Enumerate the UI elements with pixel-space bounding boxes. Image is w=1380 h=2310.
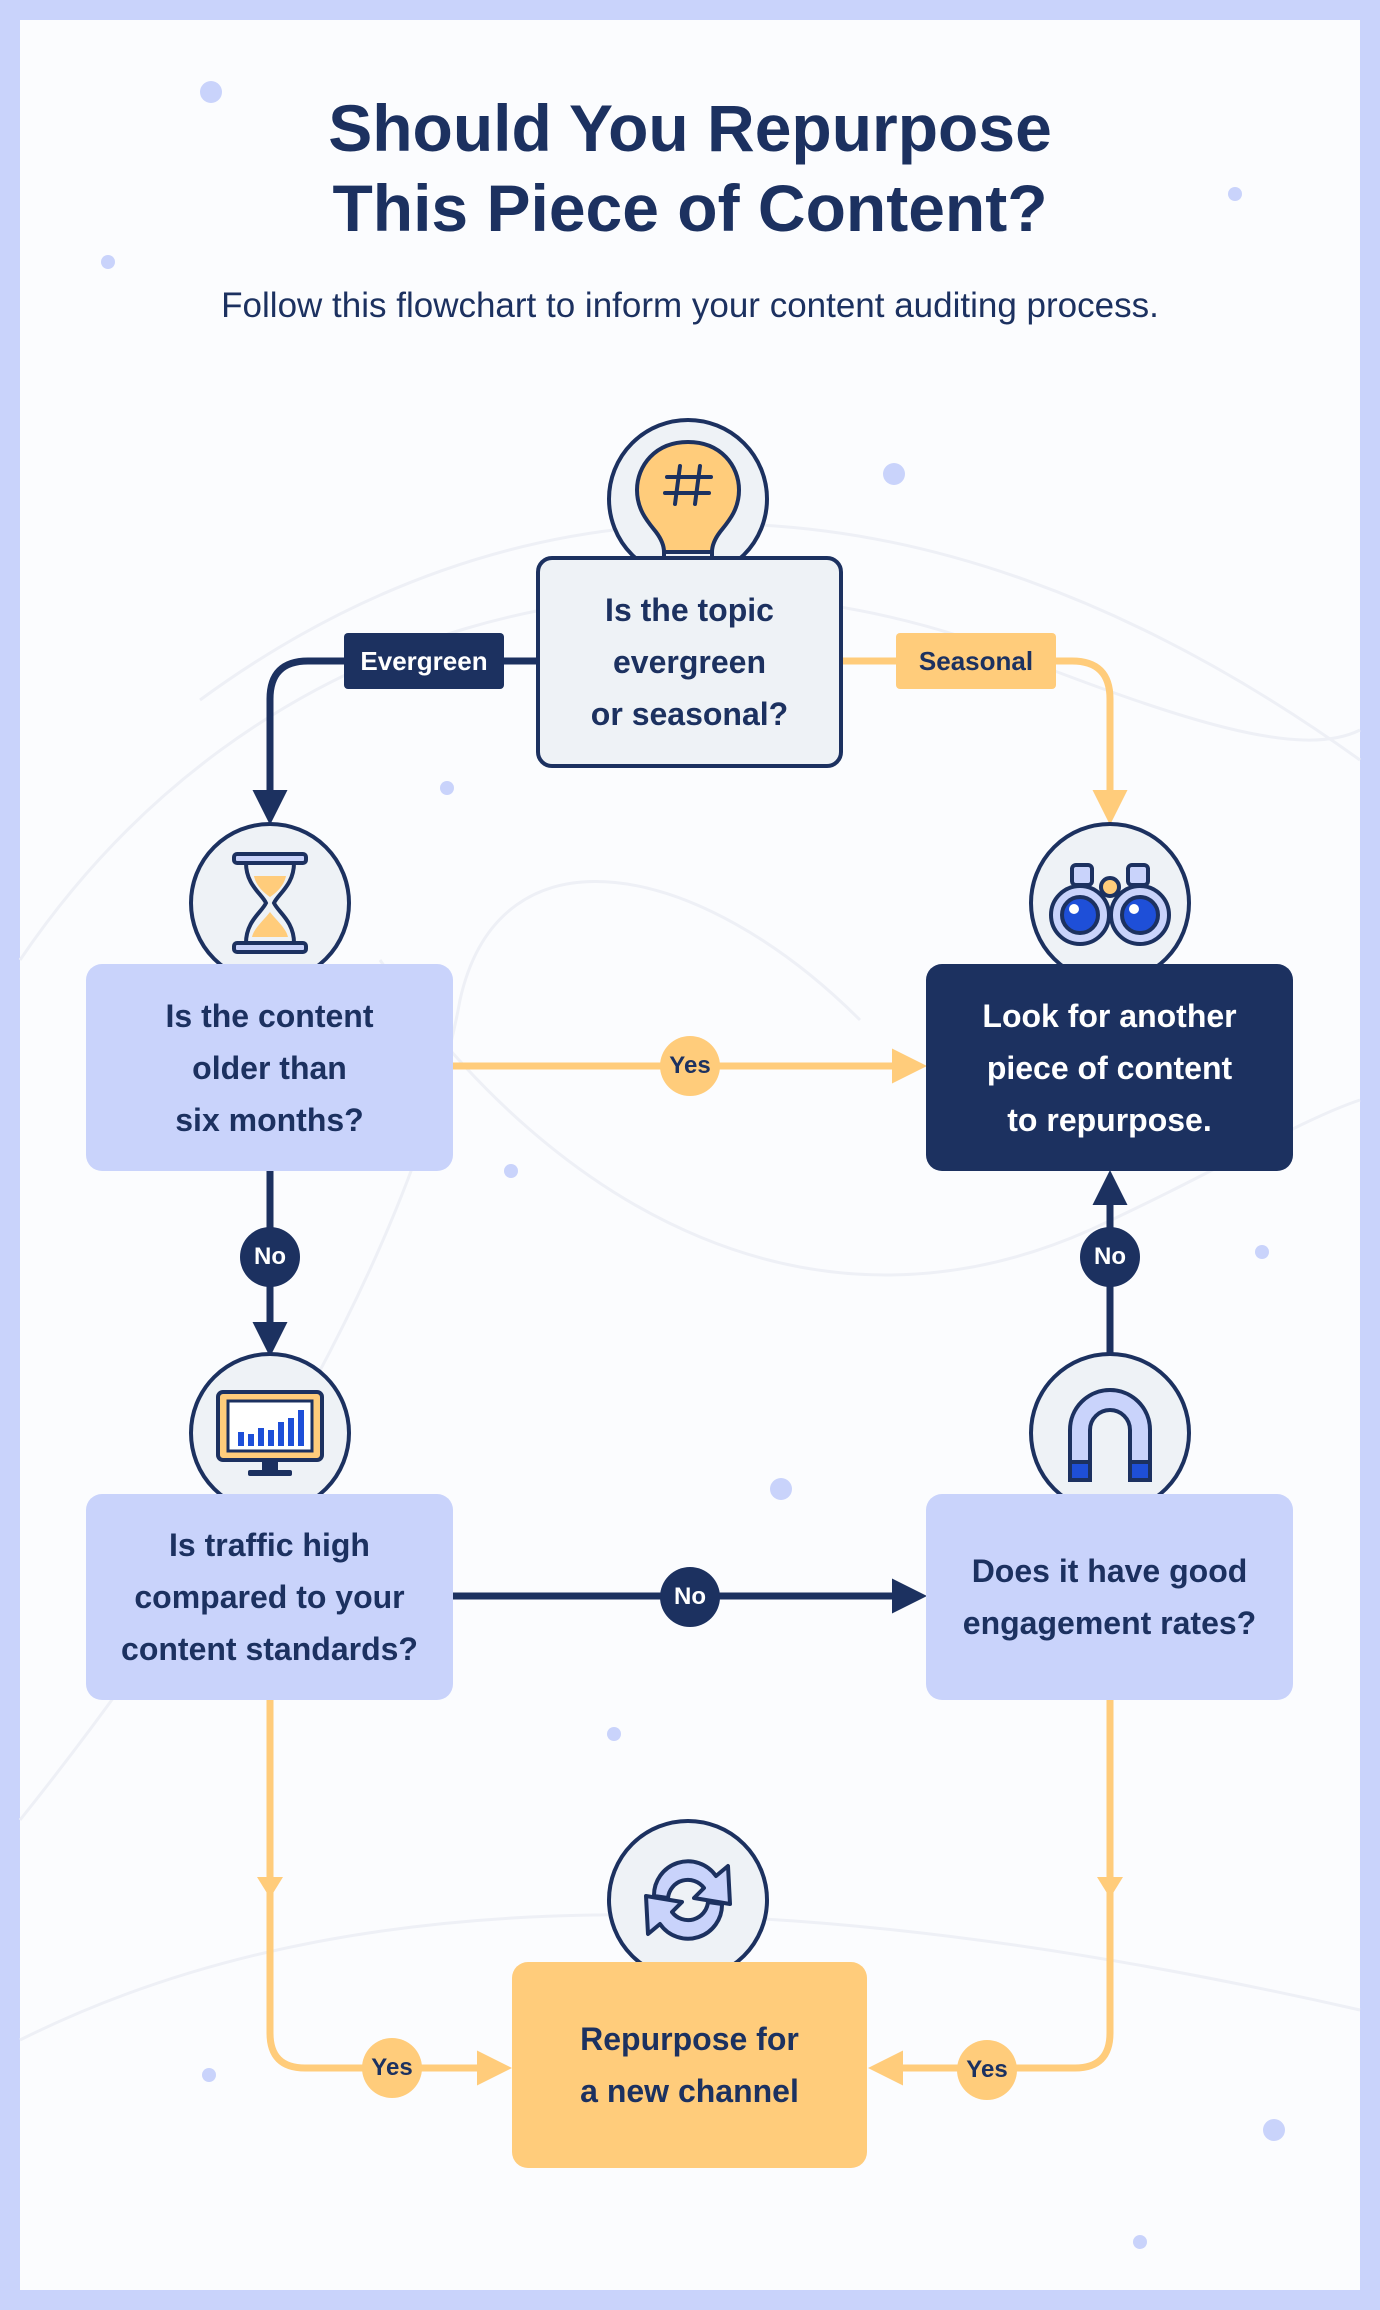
edge-label-engagement-no: No — [1080, 1227, 1140, 1287]
edge-label-engagement-yes: Yes — [957, 2040, 1017, 2100]
node-another-line: Look for another — [982, 997, 1237, 1034]
node-repurpose-line: Repurpose for — [580, 2021, 799, 2057]
edge-label-older-no: No — [240, 1227, 300, 1287]
edge-label-older-yes: Yes — [660, 1036, 720, 1096]
refresh-arrows-icon — [644, 1859, 732, 1941]
binoculars-icon — [1049, 863, 1171, 946]
magnet-icon — [1068, 1388, 1152, 1482]
edge-engagement-yes-cont — [868, 1852, 1114, 2086]
edge-label-seasonal: Seasonal — [896, 633, 1056, 689]
node-topic-line: evergreen — [613, 644, 766, 680]
midline-arrowheads — [257, 1877, 1123, 1898]
page-title-line1: Should You Repurpose — [328, 91, 1052, 165]
node-topic-line: or seasonal? — [590, 696, 789, 732]
node-engagement-question: Does it have good engagement rates? — [926, 1494, 1293, 1700]
decorative-dots — [101, 81, 1285, 2249]
node-another-line: to repurpose. — [1007, 1101, 1212, 1138]
node-repurpose-line: a new channel — [580, 2073, 799, 2109]
edge-label-traffic-yes: Yes — [362, 2038, 422, 2098]
lightbulb-hashtag-icon — [634, 439, 742, 582]
page-title-line2: This Piece of Content? — [332, 171, 1048, 245]
node-older-line: six months? — [175, 1101, 364, 1138]
node-traffic-line: content standards? — [121, 1631, 418, 1667]
node-engagement-line: engagement rates? — [962, 1605, 1257, 1641]
node-repurpose-outcome: Repurpose for a new channel — [512, 1962, 867, 2168]
node-topic-line: Is the topic — [605, 592, 774, 628]
node-topic-question: Is the topic evergreen or seasonal? — [536, 556, 843, 768]
edge-label-evergreen: Evergreen — [344, 633, 504, 689]
hourglass-icon — [232, 852, 308, 954]
node-traffic-line: Is traffic high — [169, 1527, 370, 1563]
node-older-question: Is the content older than six months? — [86, 964, 453, 1171]
edge-traffic-yes-cont — [266, 1852, 512, 2086]
node-traffic-question: Is traffic high compared to your content… — [86, 1494, 453, 1700]
page-subtitle: Follow this flowchart to inform your con… — [221, 286, 1159, 325]
node-engagement-line: Does it have good — [971, 1553, 1248, 1589]
node-another-line: piece of content — [986, 1049, 1233, 1086]
edge-topic-evergreen — [252, 657, 536, 825]
monitor-chart-icon — [216, 1390, 324, 1476]
edge-label-traffic-no: No — [660, 1567, 720, 1627]
node-older-line: older than — [192, 1049, 347, 1086]
node-older-line: Is the content — [165, 997, 374, 1034]
node-traffic-line: compared to your — [134, 1579, 405, 1615]
edge-topic-seasonal — [843, 657, 1128, 825]
node-look-for-another: Look for another piece of content to rep… — [926, 964, 1293, 1171]
